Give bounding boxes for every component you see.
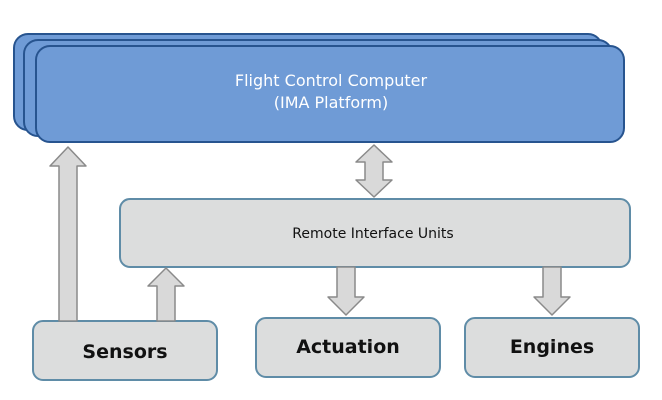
fcc-front-card xyxy=(35,45,625,143)
riu-to-engines-down-arrow xyxy=(533,266,571,316)
flight-control-computer-stack: Flight Control Computer (IMA Platform) xyxy=(13,33,625,143)
fcc-riu-bidirectional-arrow xyxy=(355,144,393,198)
remote-interface-units-box: Remote Interface Units xyxy=(119,198,631,268)
engines-label: Engines xyxy=(510,336,594,358)
sensors-rect xyxy=(32,320,218,381)
sensors-box: Sensors xyxy=(32,320,218,381)
sensors-to-fcc-up-arrow xyxy=(49,146,87,322)
sensors-label: Sensors xyxy=(82,341,167,363)
actuation-rect xyxy=(255,317,441,378)
fcc-title: Flight Control Computer xyxy=(235,71,428,90)
riu-label: Remote Interface Units xyxy=(292,226,453,242)
riu-rect xyxy=(119,198,631,268)
fcc-subtitle: (IMA Platform) xyxy=(274,93,389,112)
engines-rect xyxy=(464,317,640,378)
riu-to-actuation-down-arrow xyxy=(327,266,365,316)
sensors-to-riu-up-arrow xyxy=(147,267,185,322)
actuation-label: Actuation xyxy=(296,336,400,358)
engines-box: Engines xyxy=(464,317,640,378)
actuation-box: Actuation xyxy=(255,317,441,378)
